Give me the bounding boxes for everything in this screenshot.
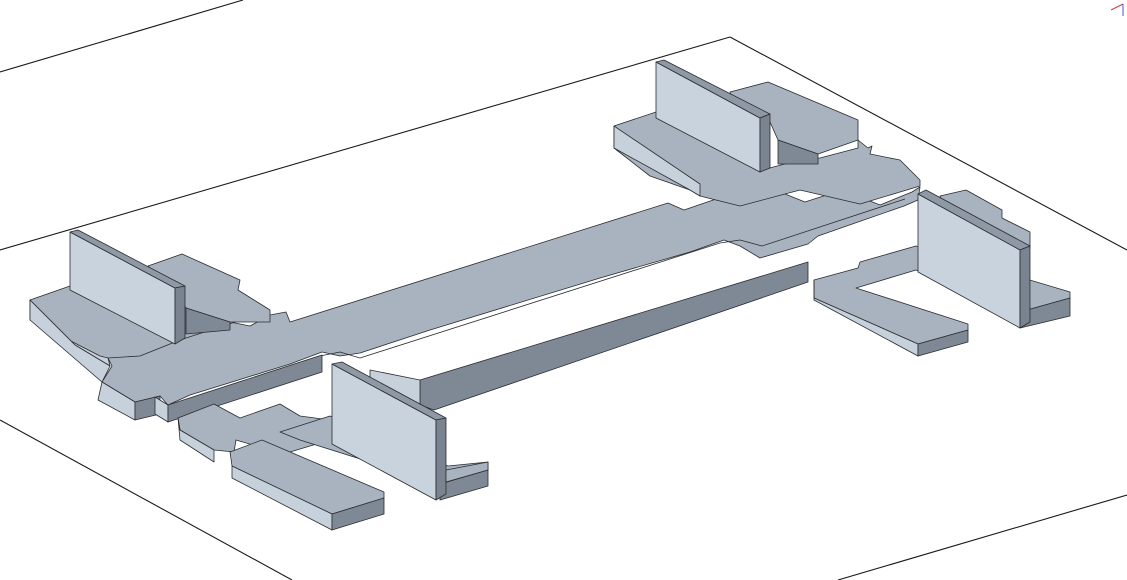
right-side-wall-panel[interactable]: [917, 189, 1031, 329]
central-spine-slab[interactable]: [97, 186, 921, 423]
left-wall-panel[interactable]: [69, 229, 186, 345]
left-cross-beam[interactable]: [29, 253, 271, 383]
lower-center-wall-panel[interactable]: [331, 361, 489, 501]
axis-triad-icon: [1110, 3, 1124, 16]
right-upper-wall-panel[interactable]: [655, 59, 771, 173]
